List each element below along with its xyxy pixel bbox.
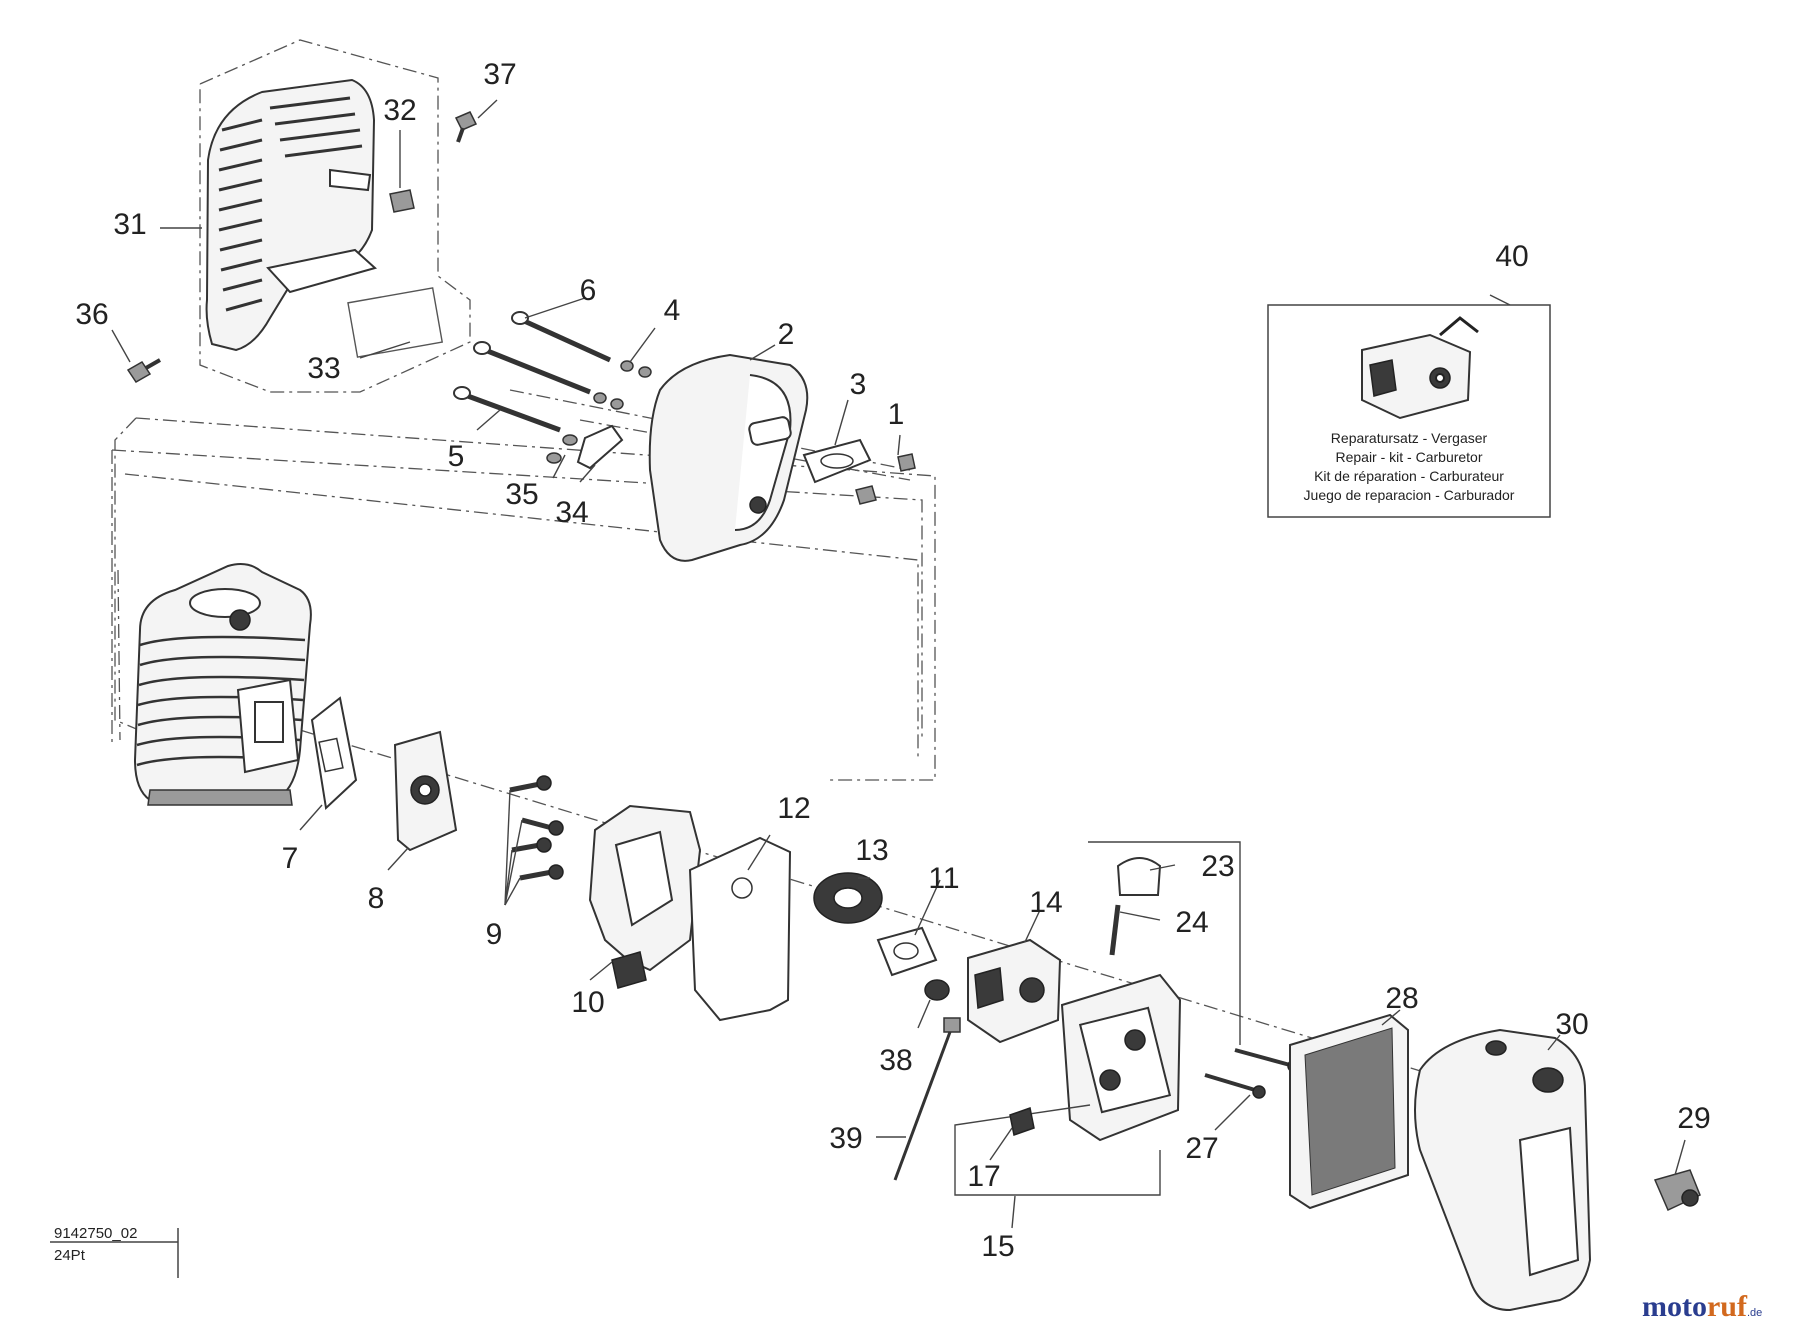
kit-label-es: Juego de reparacion - Carburador bbox=[1304, 487, 1515, 503]
part-11-gasket bbox=[876, 926, 938, 977]
part-13-spacer bbox=[813, 872, 883, 924]
label-part-12: 12 bbox=[777, 792, 810, 825]
part-32-nut bbox=[389, 189, 415, 213]
label-part-9: 9 bbox=[486, 918, 503, 951]
label-part-8: 8 bbox=[368, 882, 385, 915]
part-37-screw bbox=[454, 111, 478, 143]
part-39-cable bbox=[893, 1017, 961, 1181]
label-part-39: 39 bbox=[829, 1122, 862, 1155]
label-part-30: 30 bbox=[1555, 1008, 1588, 1041]
label-part-28: 28 bbox=[1385, 982, 1418, 1015]
part-29-knob bbox=[1653, 1169, 1701, 1212]
part-17-bushing bbox=[1009, 1107, 1035, 1136]
label-part-6: 6 bbox=[580, 274, 597, 307]
label-part-27: 27 bbox=[1185, 1132, 1218, 1165]
part-28-air-filter bbox=[1289, 1013, 1409, 1210]
label-part-2: 2 bbox=[778, 318, 795, 351]
part-10-bracket bbox=[588, 804, 702, 989]
label-part-10: 10 bbox=[571, 986, 604, 1019]
watermark-logo: motoruf.de bbox=[1642, 1290, 1762, 1323]
watermark-brand: motoruf.de bbox=[1642, 1290, 1762, 1323]
label-part-5: 5 bbox=[448, 440, 465, 473]
part-6-bolts bbox=[473, 311, 612, 395]
label-part-23: 23 bbox=[1201, 850, 1234, 883]
label-part-3: 3 bbox=[850, 368, 867, 401]
label-part-38: 38 bbox=[879, 1044, 912, 1077]
label-part-31: 31 bbox=[113, 208, 146, 241]
part-34-bracket bbox=[576, 424, 624, 470]
part-35-nut bbox=[546, 434, 578, 464]
label-part-17: 17 bbox=[967, 1160, 1000, 1193]
kit-label-en: Repair - kit - Carburetor bbox=[1335, 449, 1482, 465]
part-1-nuts bbox=[855, 453, 916, 505]
label-part-11: 11 bbox=[928, 862, 959, 895]
cylinder bbox=[133, 563, 312, 806]
part-24-hose bbox=[1109, 904, 1121, 956]
part-5-bolt bbox=[453, 386, 561, 433]
part-14-carburetor bbox=[967, 938, 1062, 1044]
label-part-24: 24 bbox=[1175, 906, 1208, 939]
label-part-37: 37 bbox=[483, 58, 516, 91]
label-part-36: 36 bbox=[75, 298, 108, 331]
label-part-13: 13 bbox=[855, 834, 888, 867]
label-part-1: 1 bbox=[888, 398, 905, 431]
part-2-muffler bbox=[648, 353, 809, 562]
label-part-4: 4 bbox=[664, 294, 681, 327]
label-part-7: 7 bbox=[282, 842, 299, 875]
part-15-air-filter-base bbox=[954, 841, 1241, 1196]
label-part-15: 15 bbox=[981, 1230, 1014, 1263]
drawing-number: 9142750_02 bbox=[54, 1225, 137, 1242]
part-36-screw bbox=[126, 358, 161, 383]
part-30-filter-cover bbox=[1414, 1028, 1592, 1312]
part-4-washers bbox=[593, 360, 652, 410]
part-38-bushing bbox=[924, 979, 950, 1001]
drawing-info-block: 9142750_02 24Pt bbox=[50, 1225, 179, 1278]
part-27-screws bbox=[1204, 1048, 1301, 1099]
part-7-intake-gasket bbox=[310, 696, 358, 811]
label-part-33: 33 bbox=[307, 352, 340, 385]
sheet-code: 24Pt bbox=[54, 1247, 86, 1264]
label-part-40: 40 bbox=[1495, 240, 1528, 273]
part-labels: 1 2 3 4 5 6 7 8 9 10 11 12 13 14 15 17 2… bbox=[75, 58, 1710, 1263]
part-3-gasket bbox=[802, 438, 872, 484]
kit-label-fr: Kit de réparation - Carburateur bbox=[1314, 468, 1504, 484]
label-part-34: 34 bbox=[555, 496, 588, 529]
kit-label-de: Reparatursatz - Vergaser bbox=[1331, 430, 1488, 446]
part-23-primer-bulb bbox=[1116, 857, 1162, 896]
part-9-screws bbox=[509, 775, 564, 881]
part-40-repair-kit: Reparatursatz - Vergaser Repair - kit - … bbox=[1267, 304, 1551, 518]
carburetor-kit-illustration bbox=[1361, 316, 1479, 420]
leader-lines bbox=[111, 99, 1686, 1229]
part-12-gasket-plate bbox=[688, 836, 792, 1022]
part-31-shroud bbox=[205, 78, 444, 358]
label-part-35: 35 bbox=[505, 478, 538, 511]
label-part-14: 14 bbox=[1029, 886, 1062, 919]
label-part-32: 32 bbox=[383, 94, 416, 127]
part-8-intake-flange bbox=[393, 730, 458, 852]
label-part-29: 29 bbox=[1677, 1102, 1710, 1135]
